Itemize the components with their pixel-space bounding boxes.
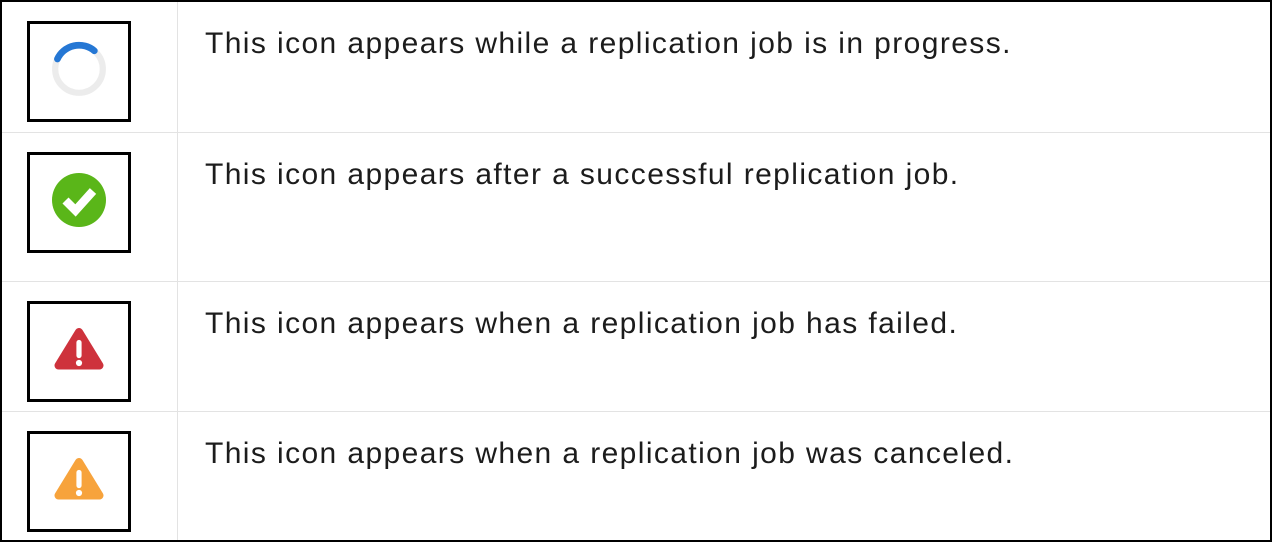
description-cell: This icon appears after a successful rep…	[178, 133, 1270, 282]
description-cell: This icon appears while a replication jo…	[178, 2, 1270, 133]
in-progress-spinner-icon	[50, 40, 108, 103]
canceled-description: This icon appears when a replication job…	[205, 437, 1015, 470]
success-check-icon	[51, 172, 107, 233]
in-progress-description: This icon appears while a replication jo…	[205, 27, 1012, 60]
description-cell: This icon appears when a replication job…	[178, 412, 1270, 540]
description-cell: This icon appears when a replication job…	[178, 282, 1270, 412]
success-description: This icon appears after a successful rep…	[205, 158, 960, 191]
icon-cell-in-progress	[2, 2, 178, 133]
canceled-alert-icon	[51, 451, 107, 512]
icon-cell-failed	[2, 282, 178, 412]
icon-box	[27, 21, 131, 122]
icon-cell-success	[2, 133, 178, 282]
failed-alert-icon	[51, 321, 107, 382]
failed-description: This icon appears when a replication job…	[205, 307, 959, 340]
icon-box	[27, 301, 131, 402]
icon-box	[27, 152, 131, 253]
icon-box	[27, 431, 131, 532]
icon-cell-canceled	[2, 412, 178, 540]
